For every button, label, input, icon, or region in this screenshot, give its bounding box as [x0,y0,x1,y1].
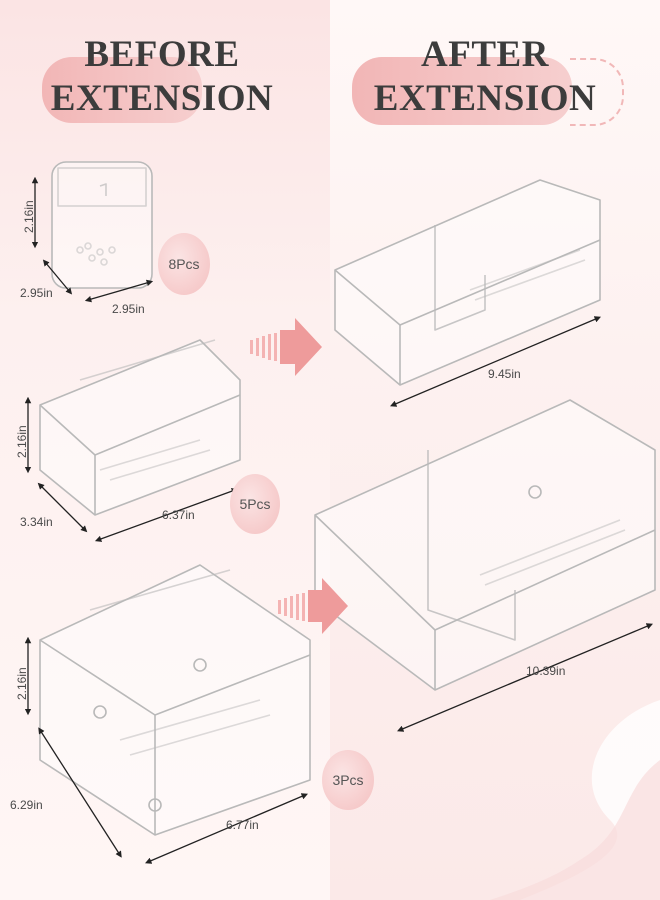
quantity-badge-3: 3Pcs [322,750,374,810]
item1-depth-label: 2.95in [20,286,53,300]
after-title: AFTER EXTENSION [370,33,600,121]
item3-depth-label: 6.29in [10,798,43,812]
after-title-line2: EXTENSION [373,78,597,119]
medium-bin [39,339,241,516]
arrow-right-icon [278,578,348,634]
after-title-pill [352,57,572,125]
dimension-arrows [24,176,653,864]
arrow-right-icon [250,318,322,376]
item1-width-label: 2.95in [112,302,145,316]
item1-height-label: 2.16in [22,200,36,233]
extended-medium-bin [334,179,601,386]
large-bin [39,564,311,836]
item2-height-label: 2.16in [15,425,29,458]
after-title-pill-extension [570,58,624,126]
item3-height-label: 2.16in [15,667,29,700]
item2-width-label: 6.37in [162,508,195,522]
item3-width-label: 6.77in [226,818,259,832]
before-title-pill [42,57,202,123]
item3-extended-width-label: 10.39in [526,664,566,678]
quantity-badge-5: 5Pcs [230,474,280,534]
decorative-wave [490,700,660,900]
after-title-line1: AFTER [421,34,549,75]
before-title-line2: EXTENSION [50,78,274,119]
item2-extended-width-label: 9.45in [488,367,521,381]
item2-depth-label: 3.34in [20,515,53,529]
before-title: BEFORE EXTENSION [42,33,282,121]
small-bin [51,161,153,289]
extended-large-bin [314,399,656,691]
quantity-badge-8: 8Pcs [158,233,210,295]
before-title-line1: BEFORE [84,34,240,75]
